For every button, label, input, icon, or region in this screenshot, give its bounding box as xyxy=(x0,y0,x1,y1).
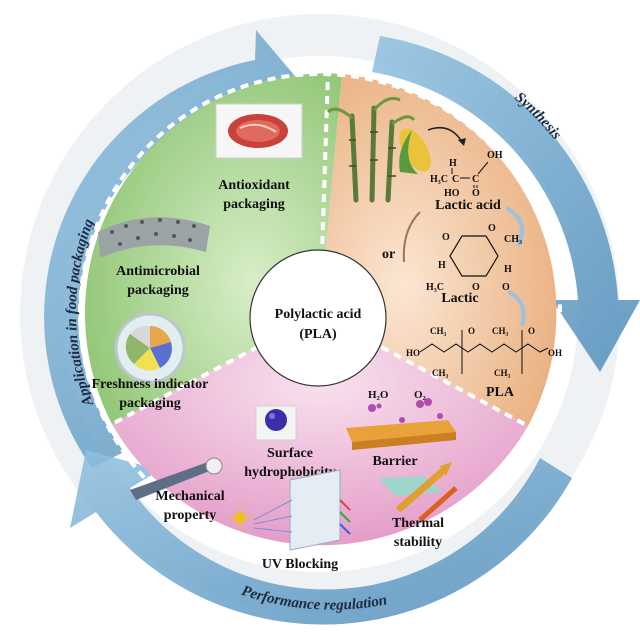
antioxidant-line2: packaging xyxy=(223,197,284,212)
sector-border xyxy=(78,72,562,556)
mechanical-line2: property xyxy=(164,508,217,523)
uv-blocking-label: UV Blocking xyxy=(262,557,338,572)
uv-blocking-image xyxy=(228,469,351,551)
svg-text:CH₃: CH₃ xyxy=(492,326,509,336)
svg-text:CH₃: CH₃ xyxy=(432,368,449,378)
sector-dividers xyxy=(111,73,529,428)
synthesis-arrow-2 xyxy=(505,206,524,247)
barrier-label: Barrier xyxy=(372,454,417,469)
droplet-image xyxy=(255,405,297,441)
thermal-image xyxy=(378,462,458,522)
svg-text:O: O xyxy=(442,232,450,243)
thermal-line1: Thermal xyxy=(392,516,444,531)
antioxidant-line1: Antioxidant xyxy=(218,178,290,193)
antimicrobial-line2: packaging xyxy=(127,283,188,298)
freshness-line1: Freshness indicator xyxy=(92,377,209,392)
mechanical-line1: Mechanical xyxy=(155,489,224,504)
svg-text:CH₃: CH₃ xyxy=(504,234,522,245)
corn-image xyxy=(399,128,431,174)
center-title-line2: (PLA) xyxy=(299,327,337,342)
lactic-acid-label: Lactic acid xyxy=(435,198,501,213)
synthesis-arrow-1-head xyxy=(458,138,466,146)
or-label: or xyxy=(382,247,395,262)
svg-text:CH₃: CH₃ xyxy=(430,326,447,336)
tensile-specimen-image xyxy=(130,457,223,500)
lactide-structure: O O CH₃ H H O H₃C O xyxy=(426,223,522,293)
o2-label: O₂ xyxy=(414,389,427,401)
application-arrow xyxy=(44,30,300,468)
freshness-indicator-image xyxy=(114,312,186,384)
lactic-acid-structure: H OH H₃C C C HO O xyxy=(430,150,503,199)
svg-text:O: O xyxy=(472,188,480,199)
svg-text:O: O xyxy=(502,282,510,293)
h2o-label: H₂O xyxy=(368,389,389,401)
svg-text:OH: OH xyxy=(487,150,503,161)
lactide-label: Lactic xyxy=(441,291,478,306)
svg-text:C: C xyxy=(452,174,459,185)
antimicrobial-line1: Antimicrobial xyxy=(116,264,200,279)
pla-structure: CH₃ O CH₃ O HO OH CH₃ CH₃ xyxy=(406,326,562,378)
svg-text:H: H xyxy=(438,260,446,271)
performance-arrow xyxy=(70,450,572,625)
pla-label: PLA xyxy=(486,385,515,400)
svg-text:O: O xyxy=(488,223,496,234)
freshness-line2: packaging xyxy=(119,396,180,411)
thermal-line2: stability xyxy=(394,535,442,550)
svg-text:O: O xyxy=(472,282,480,293)
synthesis-arrow xyxy=(372,36,640,372)
meat-image xyxy=(215,103,303,159)
synthesis-arrow-1 xyxy=(427,126,463,143)
surface-line1: Surface xyxy=(267,446,313,461)
svg-text:O: O xyxy=(528,326,535,336)
svg-text:CH₃: CH₃ xyxy=(494,368,511,378)
svg-text:HO: HO xyxy=(406,348,420,358)
center-title-line1: Polylactic acid xyxy=(275,307,362,322)
center-circle xyxy=(249,249,387,387)
svg-text:H₃C: H₃C xyxy=(426,282,444,293)
svg-text:O: O xyxy=(468,326,475,336)
svg-text:HO: HO xyxy=(444,188,460,199)
svg-text:C: C xyxy=(472,174,479,185)
synthesis-arrow-3 xyxy=(507,290,526,327)
sugarcane-image xyxy=(326,96,416,203)
synthesis-curve xyxy=(402,211,421,263)
svg-text:H₃C: H₃C xyxy=(430,174,448,185)
svg-text:OH: OH xyxy=(548,348,562,358)
barrier-image xyxy=(346,398,456,450)
svg-text:H: H xyxy=(449,158,457,169)
antimicrobial-surface-image xyxy=(98,217,210,258)
svg-text:H: H xyxy=(504,264,512,275)
